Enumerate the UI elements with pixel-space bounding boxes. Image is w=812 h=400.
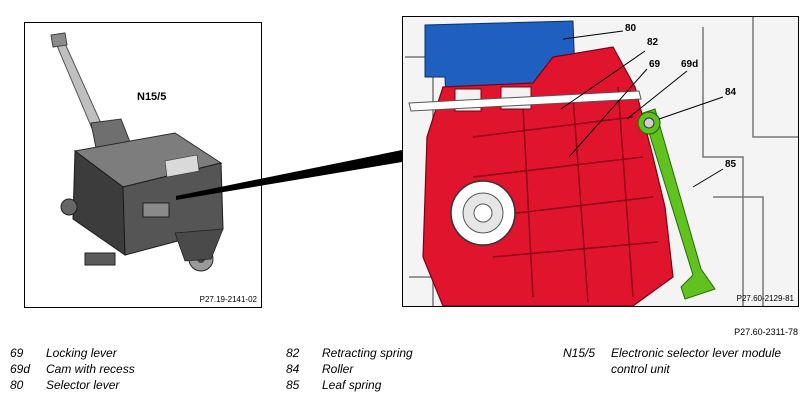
legend-text: Locking lever xyxy=(46,346,117,360)
legend-item: N15/5 Electronic selector lever module c… xyxy=(563,345,796,377)
legend-column-2: 82 Retracting spring 84 Roller 85 Leaf s… xyxy=(286,345,413,393)
mechanism-detail-panel: 80 82 69 69d 84 85 P27.60-2129-81 xyxy=(402,16,799,307)
callout-69: 69 xyxy=(649,59,661,70)
left-figure-ref: P27.19-2141-02 xyxy=(199,295,257,304)
legend-column-3: N15/5 Electronic selector lever module c… xyxy=(563,345,796,377)
legend-text: Retracting spring xyxy=(322,346,413,360)
legend-text: Selector lever xyxy=(46,378,120,392)
callout-85: 85 xyxy=(725,159,737,170)
legend-item: 69d Cam with recess xyxy=(10,361,135,377)
callout-82: 82 xyxy=(647,37,659,48)
legend-number: 84 xyxy=(286,362,300,376)
callout-80: 80 xyxy=(625,23,637,34)
legend-number: N15/5 xyxy=(563,346,596,360)
legend-number: 82 xyxy=(286,346,300,360)
legend-item: 69 Locking lever xyxy=(10,345,135,361)
legend-text: Cam with recess xyxy=(46,362,135,376)
legend-number: 80 xyxy=(10,378,24,392)
legend-item: 85 Leaf spring xyxy=(286,377,413,393)
callout-69d: 69d xyxy=(681,59,699,70)
legend-item: 84 Roller xyxy=(286,361,413,377)
legend-number: 85 xyxy=(286,378,300,392)
legend-text: Roller xyxy=(322,362,354,376)
legend-text: Electronic selector lever module control… xyxy=(611,346,782,376)
legend-number: 69d xyxy=(10,362,31,376)
legend-item: 82 Retracting spring xyxy=(286,345,413,361)
right-figure-ref: P27.60-2129-81 xyxy=(736,294,794,303)
legend-column-1: 69 Locking lever 69d Cam with recess 80 … xyxy=(10,345,135,393)
legend-item: 80 Selector lever xyxy=(10,377,135,393)
locking-mechanism-illustration xyxy=(403,17,798,306)
component-label-n15-5: N15/5 xyxy=(137,91,167,103)
figure-reference: P27.60-2311-78 xyxy=(734,327,798,337)
legend-number: 69 xyxy=(10,346,24,360)
selector-module-illustration xyxy=(50,32,224,272)
callout-84: 84 xyxy=(725,87,737,98)
module-photo-panel: N15/5 P27.19-2141-02 xyxy=(24,22,262,308)
legend-text: Leaf spring xyxy=(322,378,382,392)
